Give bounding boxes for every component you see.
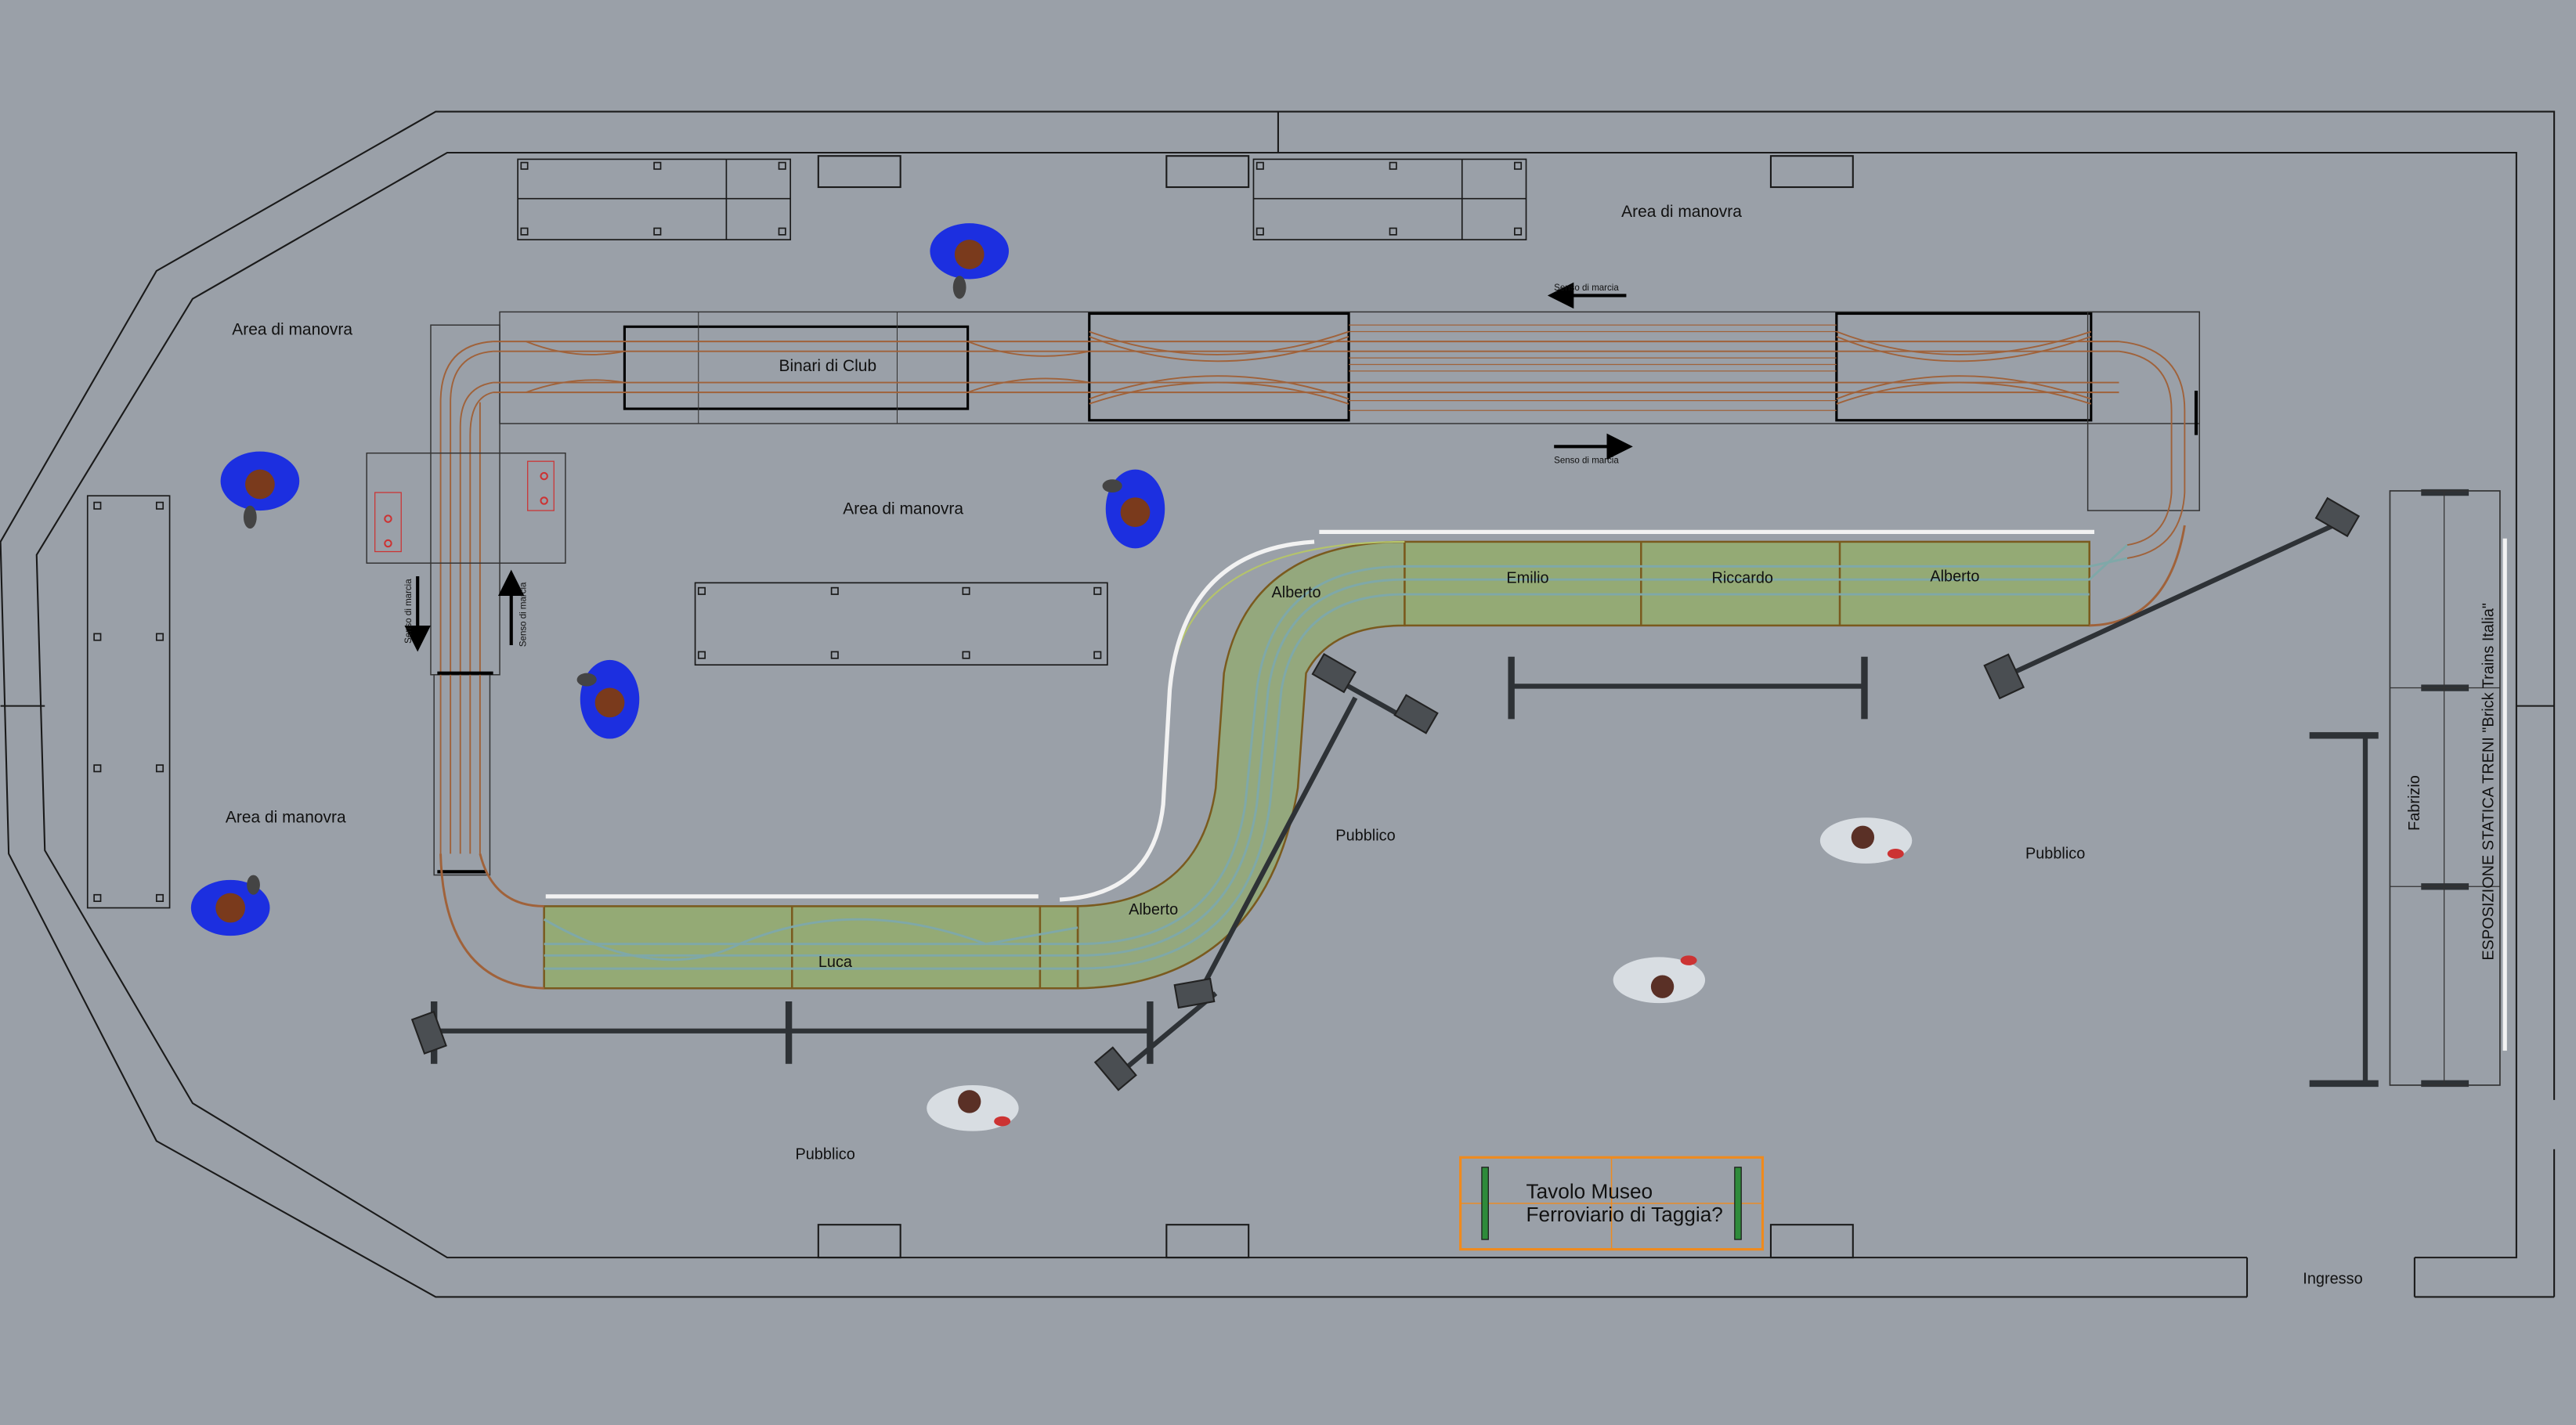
table-left-vertical: [86, 495, 171, 909]
barriers: [430, 489, 2469, 1088]
public-area-label: Pubblico: [795, 1145, 854, 1163]
control-box-left: [366, 452, 566, 564]
visitors: [927, 817, 1913, 1131]
camera-stands: [410, 496, 2361, 1091]
area-label: Area di manovra: [232, 321, 352, 339]
operator-person-icon: [576, 659, 640, 739]
table-center: [694, 582, 1108, 666]
operator-name: Emilio: [1506, 569, 1548, 586]
entrance-label: Ingresso: [2303, 1271, 2362, 1288]
area-label: Area di manovra: [843, 500, 963, 518]
operator-name: Alberto: [1129, 901, 1178, 918]
visitor-person-icon: [927, 1084, 1019, 1131]
operator-name: Alberto: [1930, 568, 1979, 585]
museum-table-label: Ferroviario di Taggia?: [1526, 1203, 1723, 1226]
direction-label: Senso di marcia: [1554, 283, 1619, 293]
visitor-person-icon: [1613, 955, 1706, 1004]
visitor-person-icon: [1819, 817, 1913, 864]
operator-name: Luca: [818, 954, 853, 971]
direction-label: Senso di marcia: [519, 582, 529, 647]
operator-name: Alberto: [1272, 584, 1321, 601]
club-tracks-label: Binari di Club: [779, 357, 877, 375]
operators: [190, 223, 1165, 936]
table-top-left: [517, 158, 792, 240]
operator-name: Riccardo: [1711, 569, 1773, 586]
operator-person-icon: [930, 223, 1010, 299]
building-walls: [0, 110, 2556, 1298]
public-area-label: Pubblico: [1335, 828, 1395, 845]
public-area-label: Pubblico: [2025, 846, 2085, 863]
operator-person-icon: [190, 875, 270, 936]
area-label: Area di manovra: [226, 808, 346, 826]
direction-arrows: [404, 282, 1633, 652]
operator-person-icon: [220, 451, 300, 529]
pillars: [817, 155, 1854, 1259]
club-tracks: [439, 324, 2186, 854]
exhibition-stand: [2389, 490, 2507, 1086]
direction-label: Senso di marcia: [404, 579, 414, 644]
exhibition-label: ESPOSIZIONE STATICA TRENI "Brick Trains …: [2480, 603, 2498, 961]
museum-table-label: Tavolo Museo: [1526, 1180, 1653, 1203]
table-top-center: [1252, 158, 1527, 240]
tables: [86, 158, 1527, 909]
main-layout-tracks: [439, 525, 2186, 990]
operator-person-icon: [1102, 469, 1165, 549]
operator-name: Fabrizio: [2406, 775, 2423, 831]
museum-table: [1459, 1156, 1765, 1251]
direction-label: Senso di marcia: [1554, 456, 1619, 465]
club-track-area: [430, 311, 2200, 876]
area-label: Area di manovra: [1621, 203, 1742, 221]
